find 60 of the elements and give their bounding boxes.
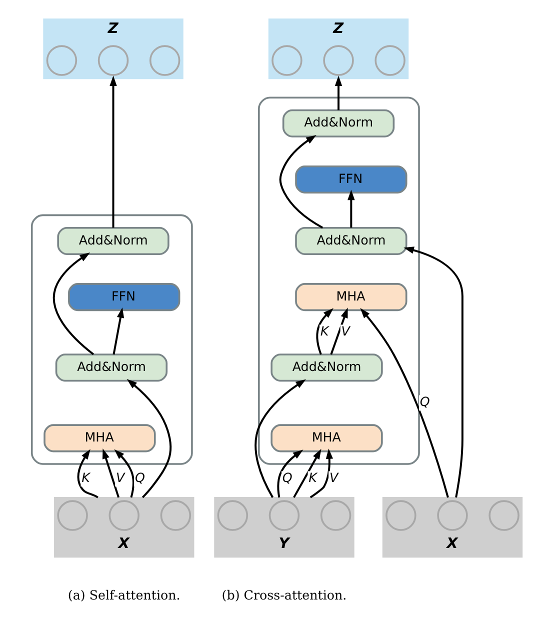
node-circle: [98, 45, 129, 76]
node-box: Add&Norm: [270, 354, 383, 382]
edge-label: K: [308, 470, 317, 485]
cluster: Z: [268, 18, 409, 80]
arrow: [310, 448, 334, 498]
node-box: MHA: [295, 283, 408, 312]
node-circle: [323, 45, 354, 76]
node-circle: [374, 45, 406, 76]
node-circle: [108, 500, 140, 531]
label: (a) Self-attention.: [68, 587, 180, 602]
node-circle: [268, 500, 300, 531]
arrow: [330, 308, 348, 355]
edge-label: Q: [282, 470, 292, 485]
arrow: [277, 450, 304, 498]
edge-label: V: [116, 470, 125, 485]
edge-label: V: [329, 470, 338, 485]
arrow: [360, 308, 449, 498]
node-circle: [46, 45, 78, 76]
node-box: Add&Norm: [295, 226, 408, 255]
edge-label: K: [82, 470, 90, 485]
arrow: [110, 76, 117, 228]
arrow: [404, 246, 464, 498]
edge-label: Q: [134, 470, 145, 485]
node-circle: [149, 45, 180, 76]
arrow: [112, 307, 124, 355]
node-box: Add&Norm: [55, 354, 168, 382]
arrow: [348, 190, 355, 228]
node-circle: [217, 500, 248, 531]
label: (b) Cross-attention.: [222, 587, 347, 602]
arrow: [316, 308, 334, 355]
node-box: FFN: [68, 283, 180, 312]
edge-label: V: [341, 323, 350, 338]
node-circle: [437, 500, 468, 531]
arrow: [279, 134, 324, 229]
edge-label: Q: [420, 394, 430, 409]
arrow: [102, 448, 120, 498]
cluster: X: [382, 496, 523, 558]
arrow: [77, 449, 98, 498]
cluster: [30, 214, 193, 465]
node-circle: [488, 500, 520, 531]
arrow: [126, 378, 172, 498]
node-circle: [386, 500, 416, 531]
edge-label: K: [320, 323, 329, 338]
arrow: [254, 379, 306, 498]
node-box: MHA: [270, 424, 383, 452]
cluster: Z: [43, 18, 184, 80]
arrow: [293, 448, 322, 498]
node-circle: [272, 45, 302, 76]
arrow: [334, 76, 342, 110]
node-circle: [160, 500, 192, 531]
node-box: FFN: [295, 165, 408, 194]
node-box: Add&Norm: [57, 226, 170, 255]
cluster: Y: [214, 496, 354, 558]
node-box: Add&Norm: [282, 109, 395, 138]
node-box: MHA: [44, 424, 156, 452]
arrow: [52, 252, 94, 356]
node-circle: [320, 500, 352, 531]
cluster: [258, 96, 420, 465]
node-circle: [57, 500, 88, 531]
cluster: X: [54, 496, 194, 558]
